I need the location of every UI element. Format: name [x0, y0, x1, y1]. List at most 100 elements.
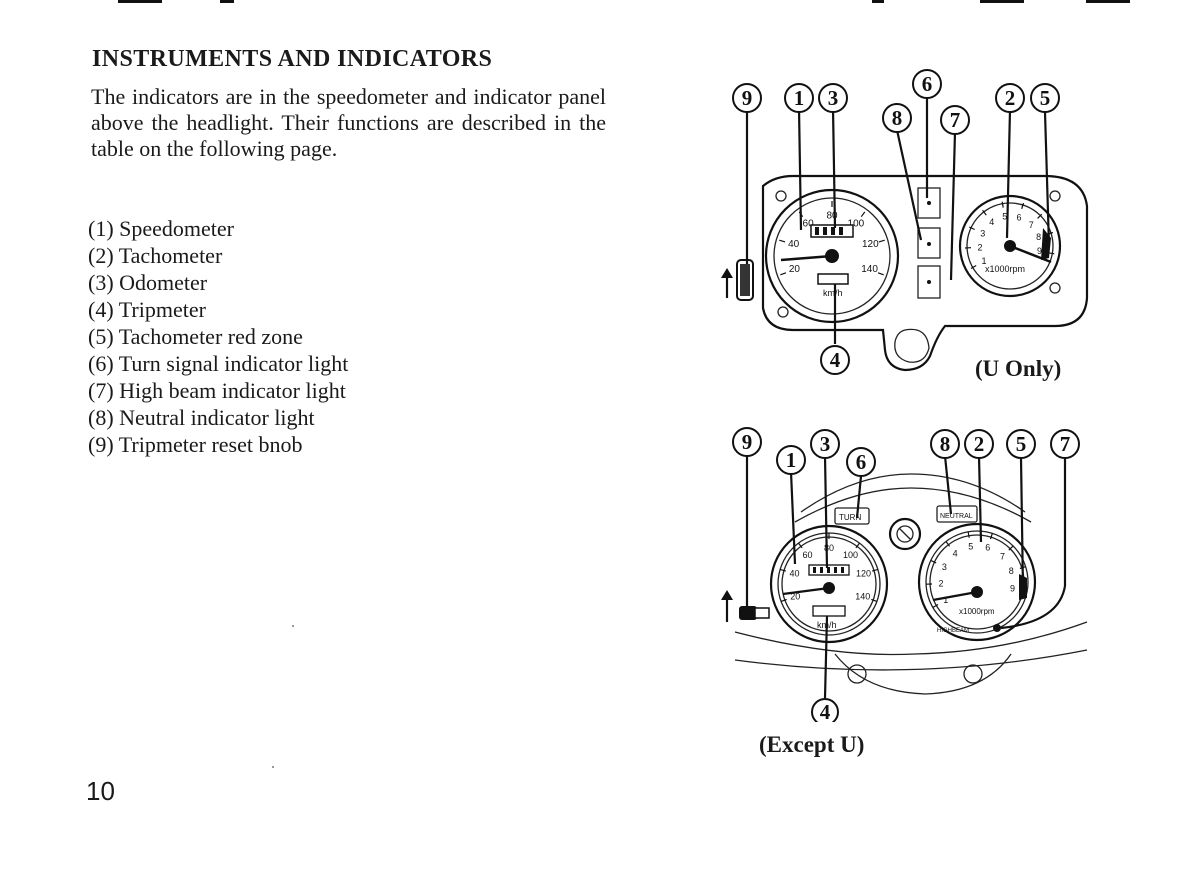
gauge-tick-label: 40: [788, 239, 800, 250]
upper-cowl: [800, 473, 1026, 513]
callout-leaders: [745, 98, 1051, 344]
headlight-base: [834, 653, 1012, 695]
svg-text:6: 6: [856, 450, 867, 474]
callout-1: 1: [784, 83, 814, 113]
gauge-tick-label: 4: [953, 548, 958, 558]
tacho-needle: [1009, 244, 1052, 264]
tacho-unit: x1000rpm: [959, 607, 995, 616]
callout-6: 6: [912, 69, 942, 99]
gauge-tick-mark: [1008, 545, 1014, 551]
svg-text:8: 8: [940, 432, 951, 456]
upper-cowl-inner: [794, 487, 1032, 523]
gauge-tick-mark: [871, 598, 878, 602]
tacho-needle: [932, 590, 978, 602]
callout-3: 3: [810, 429, 840, 459]
gauge-tick-mark: [780, 272, 787, 276]
callout-4: 4: [811, 698, 839, 722]
gauge-tick-mark: [945, 541, 951, 547]
callout-3: 3: [818, 83, 848, 113]
callout-8: 8: [930, 429, 960, 459]
indicator-panel: [917, 187, 941, 299]
speedo-needle: [780, 254, 833, 262]
gauge-tick-mark: [930, 559, 937, 564]
gauge-tick-label: 6: [985, 543, 990, 553]
page-top-marks: [0, 0, 1200, 6]
figure-caption-except-u: (Except U): [759, 732, 865, 757]
svg-text:6: 6: [922, 72, 933, 96]
list-item: (8) Neutral indicator light: [88, 405, 315, 430]
svg-text:3: 3: [820, 432, 831, 456]
gauge-tick-label: 9: [1037, 246, 1042, 256]
screw: [777, 306, 789, 318]
callout-9: 9: [732, 83, 762, 113]
neutral-indicator: NEUTRAL: [936, 505, 978, 523]
parts-list: (1) Speedometer (2) Tachometer (3) Odome…: [88, 215, 348, 458]
gauge-tick-label: 4: [989, 217, 994, 227]
gauge-tick-mark: [989, 533, 993, 540]
gauge-tick-mark: [1037, 213, 1043, 219]
gauge-tick-label: 80: [824, 543, 834, 553]
gauge-tick-label: 80: [826, 211, 838, 222]
callout-leaders: [745, 454, 1067, 699]
tripmeter-window: [817, 273, 849, 285]
svg-text:4: 4: [820, 700, 831, 722]
gauge-tick-mark: [779, 239, 786, 243]
intro-paragraph: The indicators are in the speedometer an…: [91, 84, 606, 161]
headlight-mount: [894, 328, 930, 363]
hibeam-light: [993, 624, 1001, 632]
screw: [1049, 282, 1061, 294]
callout-5: 5: [1006, 429, 1036, 459]
svg-text:3: 3: [828, 86, 839, 110]
gauge-tick-label: 100: [848, 218, 865, 229]
gauge-tick-mark: [968, 226, 975, 231]
gauge-tick-label: 120: [862, 239, 879, 250]
print-speck: [292, 625, 294, 627]
callout-7: 7: [1050, 429, 1080, 459]
svg-text:4: 4: [830, 348, 841, 372]
tripmeter-reset-knob: [721, 590, 770, 622]
callout-2: 2: [964, 429, 994, 459]
gauge-tick-mark: [982, 209, 987, 216]
list-item: (2) Tachometer: [88, 243, 223, 268]
gauge-tick-label: 6: [1016, 212, 1021, 222]
page-number: 10: [86, 776, 115, 806]
svg-text:1: 1: [794, 86, 805, 110]
gauge-tick-mark: [877, 272, 884, 276]
list-item: (1) Speedometer: [88, 216, 235, 241]
figure-caption-u-only: (U Only): [975, 356, 1062, 381]
gauge-tick-mark: [779, 568, 787, 572]
gauge-tick-mark: [780, 598, 787, 602]
gauge-tick-mark: [967, 531, 970, 538]
gauge-tick-mark: [932, 603, 939, 609]
screw: [775, 190, 787, 202]
gauge-tick-label: 7: [1000, 552, 1005, 562]
list-item: (7) High beam indicator light: [88, 378, 346, 403]
screw: [1049, 190, 1061, 202]
callout-6: 6: [846, 447, 876, 477]
gauge-tick-mark: [855, 542, 860, 549]
gauge-tick-label: 140: [861, 264, 878, 275]
bolt: [847, 664, 867, 684]
svg-text:5: 5: [1040, 86, 1051, 110]
fork-outline: [734, 621, 1088, 656]
gauge-tick-mark: [871, 568, 879, 572]
gauge-tick-mark: [970, 264, 977, 270]
gauge-tick-label: 3: [942, 562, 947, 572]
speedo-needle: [782, 586, 830, 596]
tripmeter-window: [812, 605, 846, 617]
gauge-tick-label: 20: [789, 264, 801, 275]
callout-7: 7: [940, 105, 970, 135]
gauge-tick-label: 120: [856, 569, 871, 579]
svg-text:8: 8: [892, 106, 903, 130]
svg-text:7: 7: [1060, 432, 1071, 456]
panel-housing: [761, 174, 1089, 372]
print-speck: [272, 766, 274, 768]
gauge-tick-label: 60: [803, 218, 815, 229]
callout-9: 9: [732, 427, 762, 457]
list-item: (6) Turn signal indicator light: [88, 351, 349, 376]
